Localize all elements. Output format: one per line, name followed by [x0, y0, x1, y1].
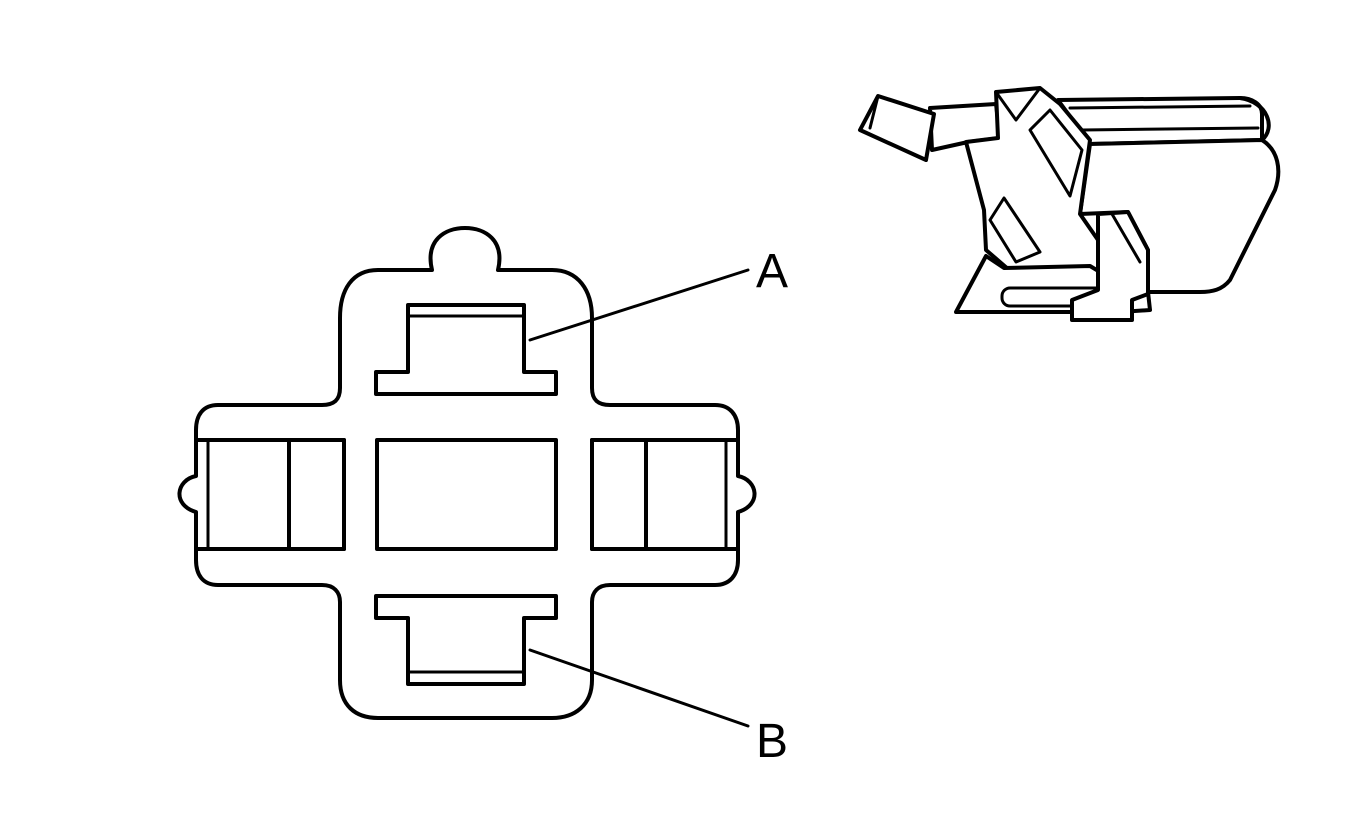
callout-a: A: [528, 245, 788, 342]
iso-flange-top-notch: [994, 86, 1042, 122]
iso-body-right-face: [1078, 138, 1281, 294]
iso-latch-tab: [858, 94, 936, 162]
iso-flange-window-upper: [1028, 108, 1084, 198]
center-cavity: [375, 438, 558, 551]
iso-lower-latch: [1070, 210, 1150, 322]
iso-body-groove: [1068, 104, 1252, 110]
callout-b-label: B: [756, 715, 788, 768]
iso-flange-window-lower: [988, 196, 1042, 264]
terminal-a-cavity: [374, 303, 558, 396]
callout-a-leader: [528, 268, 750, 342]
connector-face-view: [177, 226, 757, 720]
callout-a-label: A: [756, 245, 788, 298]
iso-body-rear-bulge: [1238, 96, 1271, 142]
callout-b-leader: [528, 648, 750, 728]
connector-isometric-view: [858, 86, 1281, 322]
callout-b: B: [528, 648, 788, 768]
iso-lower-latch-edge: [1110, 212, 1142, 264]
iso-body-groove-2: [1080, 126, 1260, 132]
iso-latch-tab-edge: [868, 94, 880, 130]
terminal-b-cavity: [374, 594, 558, 686]
connector-face-outline: [177, 226, 757, 720]
